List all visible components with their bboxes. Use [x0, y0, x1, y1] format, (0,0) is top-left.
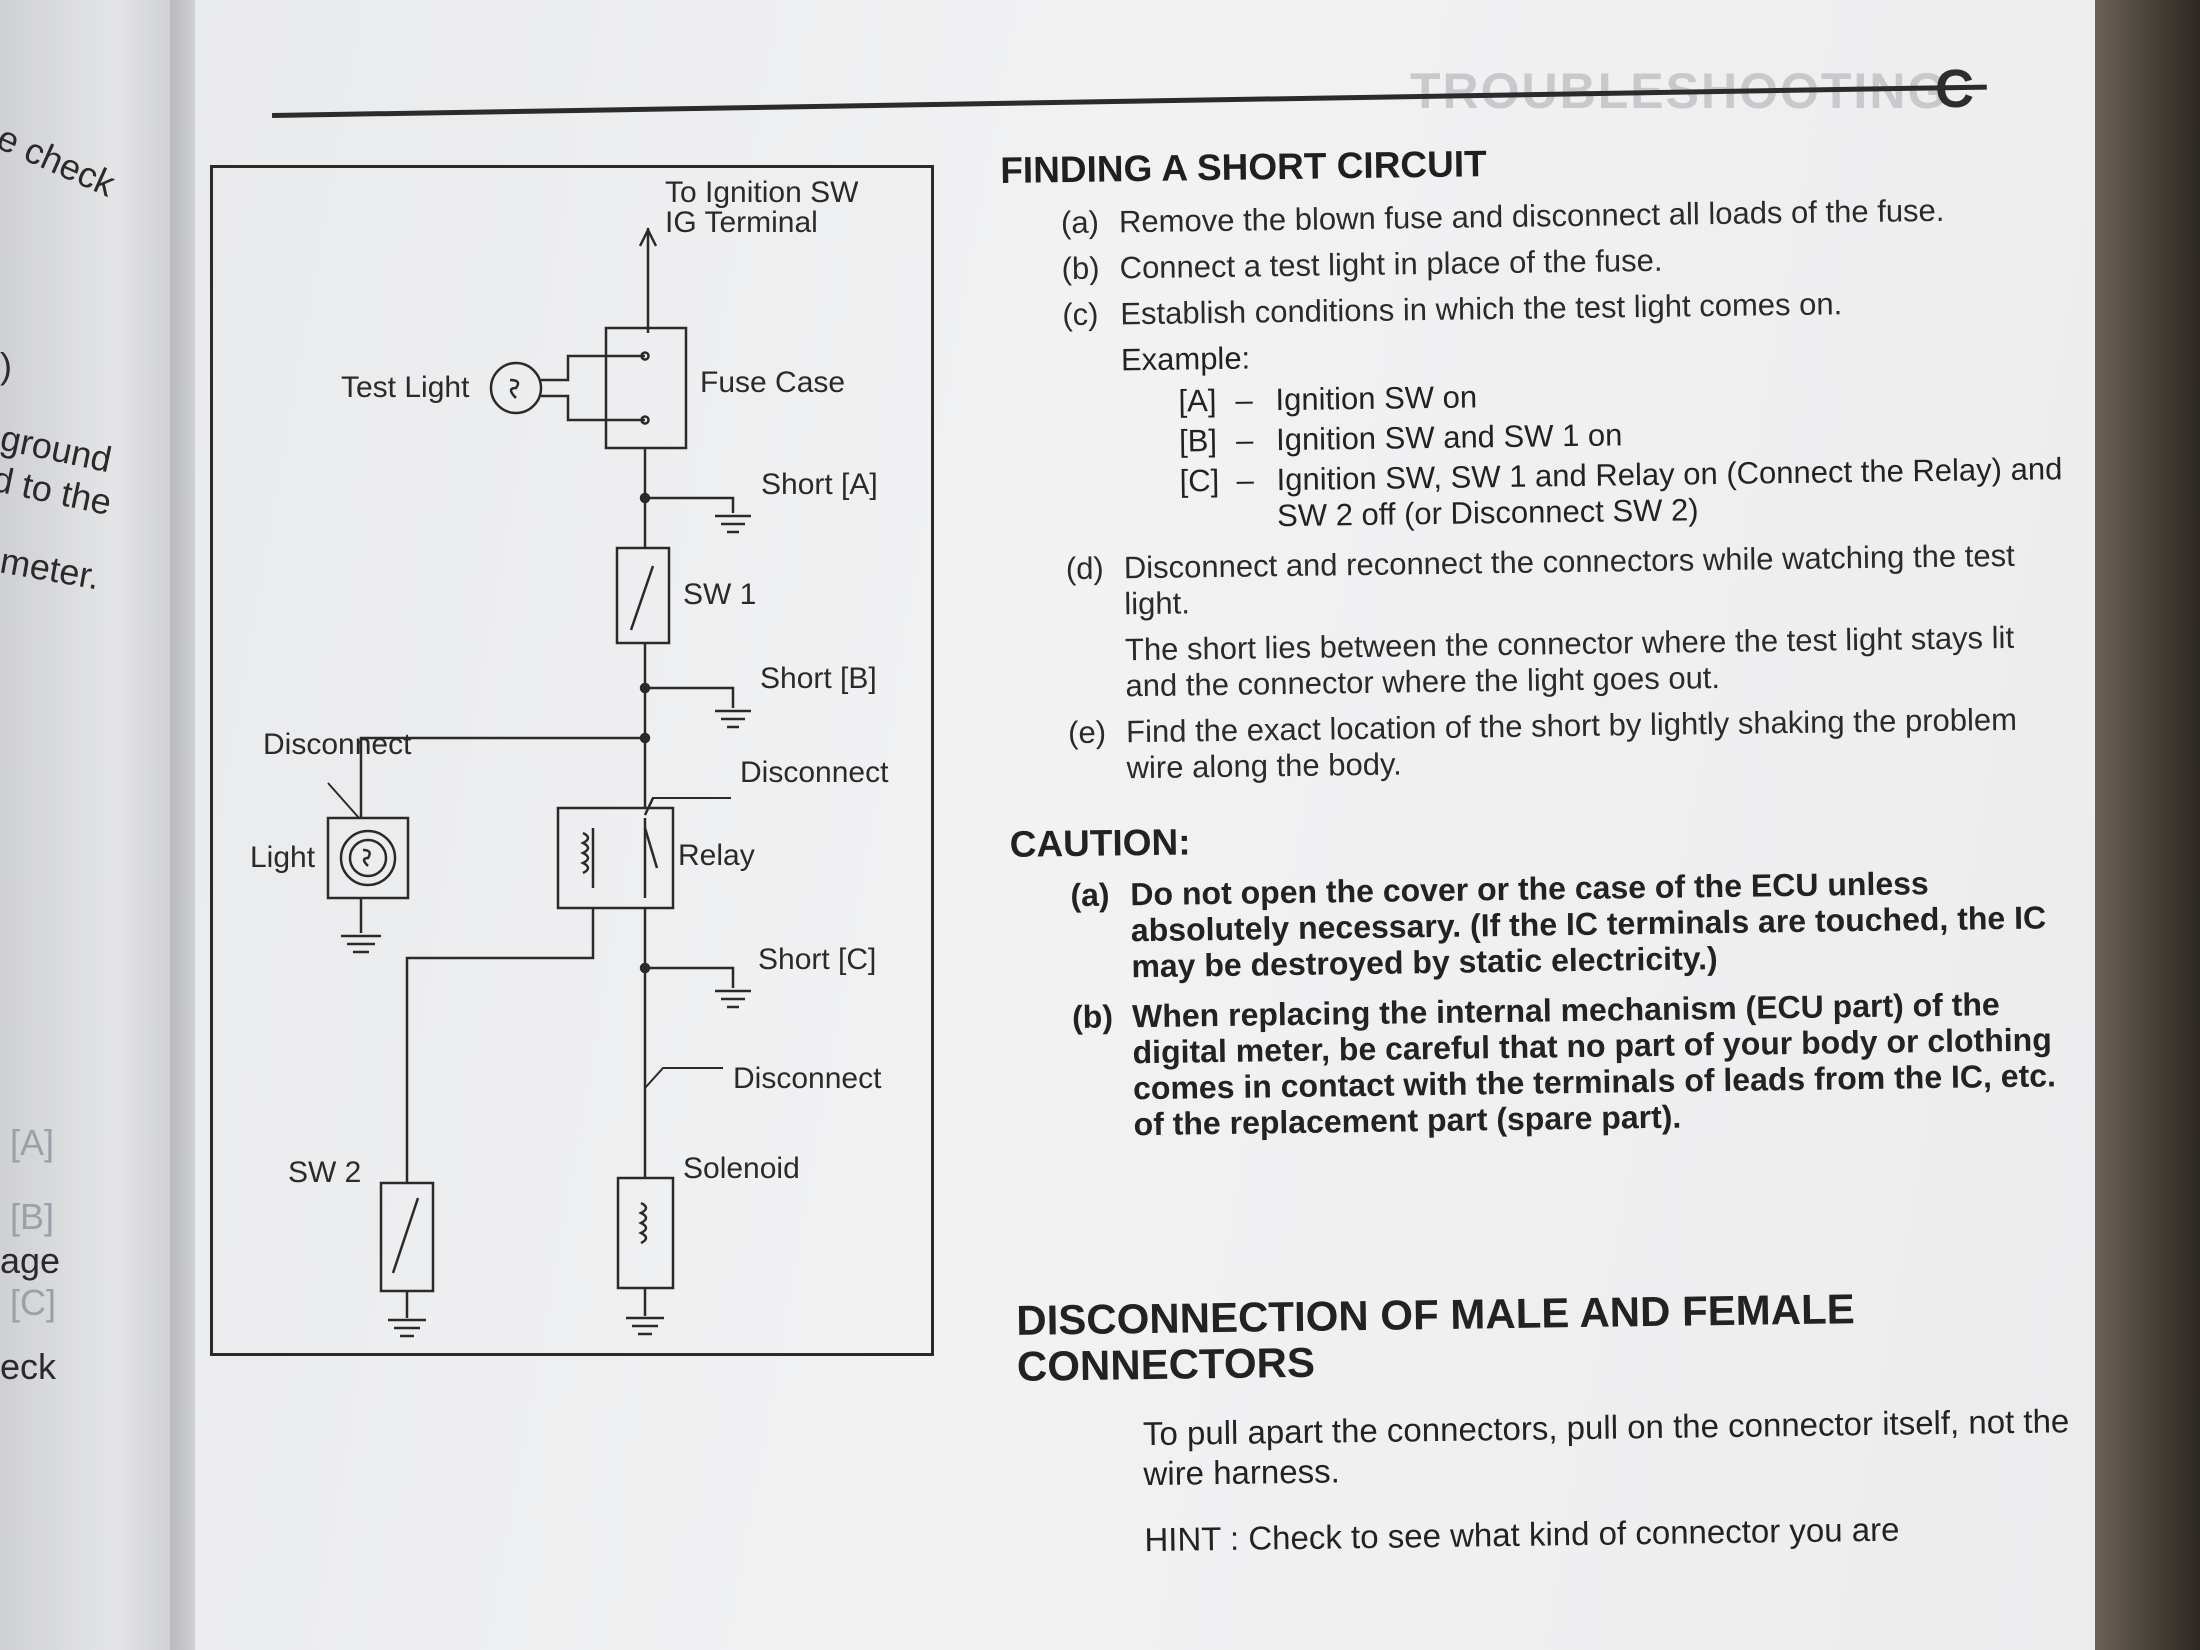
- fuse-case-box: [604, 326, 688, 450]
- wiring-diagram: To Ignition SW IG Terminal Test Light Fu…: [210, 165, 934, 1356]
- label-fuse-case: Fuse Case: [700, 366, 846, 399]
- page-edge: [2095, 0, 2200, 1650]
- example-text: Ignition SW, SW 1 and Relay on (Connect …: [1276, 451, 2063, 534]
- label-relay: Relay: [678, 839, 755, 872]
- example-text: Ignition SW on: [1275, 379, 1478, 418]
- step-text: Establish conditions in which the test l…: [1120, 286, 1843, 332]
- left-fragment: ): [0, 345, 12, 386]
- relay-box: [556, 806, 675, 910]
- test-light-icon: [489, 361, 543, 415]
- example-text: Ignition SW and SW 1 on: [1275, 417, 1623, 458]
- label-short-a: Short [A]: [761, 468, 878, 501]
- light-box: [326, 816, 410, 900]
- step-label: (c): [1062, 296, 1099, 333]
- label-light: Light: [250, 841, 316, 874]
- caution-text: Do not open the cover or the case of the…: [1130, 865, 2047, 985]
- arrow-up-icon: [638, 227, 658, 247]
- finding-step: (b) Connect a test light in place of the…: [1001, 237, 2061, 288]
- step-text: Remove the blown fuse and disconnect all…: [1118, 192, 1945, 240]
- disconnect-leader: [327, 782, 360, 819]
- caution-item: (b) When replacing the internal mechanis…: [1012, 985, 2074, 1144]
- left-page: e check ) ground d to the meter. [A] [B]…: [0, 0, 190, 1650]
- step-label: (b): [1061, 250, 1100, 287]
- left-fragment: [C]: [10, 1282, 57, 1323]
- sw1-contact: [629, 565, 655, 631]
- disconnect-leader: [644, 1067, 723, 1089]
- step-label: (e): [1067, 714, 1107, 751]
- solenoid-box: [616, 1176, 675, 1290]
- example-dash: –: [1235, 382, 1254, 418]
- example-code: [A]: [1178, 383, 1217, 419]
- label-short-b: Short [B]: [760, 662, 877, 695]
- short-c-wire: [645, 966, 735, 988]
- light-filament: [362, 848, 371, 867]
- light-wire: [359, 736, 645, 818]
- label-solenoid: Solenoid: [683, 1152, 800, 1185]
- wiring-diagram-svg: [326, 227, 751, 1338]
- label-short-c: Short [C]: [758, 943, 877, 976]
- relay-coil: [580, 831, 590, 875]
- left-fragment: age: [0, 1240, 61, 1281]
- left-fragment: e check: [0, 116, 122, 205]
- example-code: [B]: [1178, 423, 1218, 459]
- label-ig-terminal: IG Terminal: [665, 206, 818, 239]
- label-test-light: Test Light: [341, 371, 470, 404]
- example-item: [C] – Ignition SW, SW 1 and Relay on (Co…: [1004, 451, 2065, 538]
- label-disconnect-2: Disconnect: [740, 756, 889, 789]
- step-text: Disconnect and reconnect the connectors …: [1123, 537, 2015, 622]
- light-bulb-inner: [348, 838, 388, 878]
- left-fragment: [A]: [10, 1122, 55, 1163]
- step-text: The short lies between the connector whe…: [1124, 619, 2015, 704]
- arrow-icon: [643, 797, 655, 816]
- caution-title: CAUTION:: [1009, 821, 1191, 865]
- left-fragment: [B]: [10, 1196, 55, 1237]
- example-code: [C]: [1179, 462, 1220, 499]
- label-to-ignition: To Ignition SW: [665, 176, 859, 209]
- disconnect-leader: [644, 797, 731, 816]
- finding-step: (e) Find the exact location of the short…: [1008, 701, 2069, 788]
- left-fragment: eck: [0, 1346, 57, 1387]
- label-disconnect-3: Disconnect: [733, 1062, 882, 1095]
- caution-item: (a) Do not open the cover or the case of…: [1010, 863, 2071, 986]
- finding-step: (d) Disconnect and reconnect the connect…: [1006, 537, 2067, 624]
- manual-page: [195, 0, 2095, 1650]
- label-sw2: SW 2: [288, 1156, 362, 1189]
- short-a-wire: [645, 496, 735, 513]
- caution-label: (a): [1070, 876, 1110, 914]
- label-sw1: SW 1: [683, 578, 757, 611]
- light-bulb-icon: [339, 829, 397, 887]
- test-light-wire: [541, 354, 645, 382]
- finding-step: (c) Establish conditions in which the te…: [1002, 283, 2062, 334]
- sw2-contact: [391, 1197, 420, 1274]
- step-text: Find the exact location of the short by …: [1125, 701, 2018, 786]
- left-fragment: meter.: [0, 539, 103, 598]
- step-text: Connect a test light in place of the fus…: [1119, 242, 1663, 286]
- finding-step: (a) Remove the blown fuse and disconnect…: [1001, 191, 2061, 242]
- example-dash: –: [1236, 462, 1255, 498]
- test-light-filament: [509, 378, 520, 399]
- sw2-wire: [405, 908, 595, 1183]
- short-b-wire: [645, 686, 735, 708]
- example-dash: –: [1235, 422, 1254, 458]
- caution-label: (b): [1071, 998, 1114, 1036]
- disconnection-body: To pull apart the connectors, pull on th…: [1142, 1402, 2070, 1493]
- sw1-box: [615, 546, 671, 645]
- test-light-wire: [541, 394, 645, 422]
- disconnection-title: DISCONNECTION OF MALE AND FEMALE CONNECT…: [1016, 1285, 1856, 1390]
- text-content: FINDING A SHORT CIRCUIT (a) Remove the b…: [1000, 135, 2080, 1562]
- step-label: (d): [1065, 550, 1104, 587]
- finding-step: The short lies between the connector whe…: [1007, 619, 2068, 706]
- step-label: (a): [1060, 204, 1100, 241]
- sw2-box: [379, 1181, 435, 1293]
- example-label: Example:: [1120, 340, 1251, 378]
- caution-text: When replacing the internal mechanism (E…: [1131, 986, 2057, 1143]
- label-disconnect-1: Disconnect: [263, 728, 412, 761]
- solenoid-coil: [638, 1201, 648, 1245]
